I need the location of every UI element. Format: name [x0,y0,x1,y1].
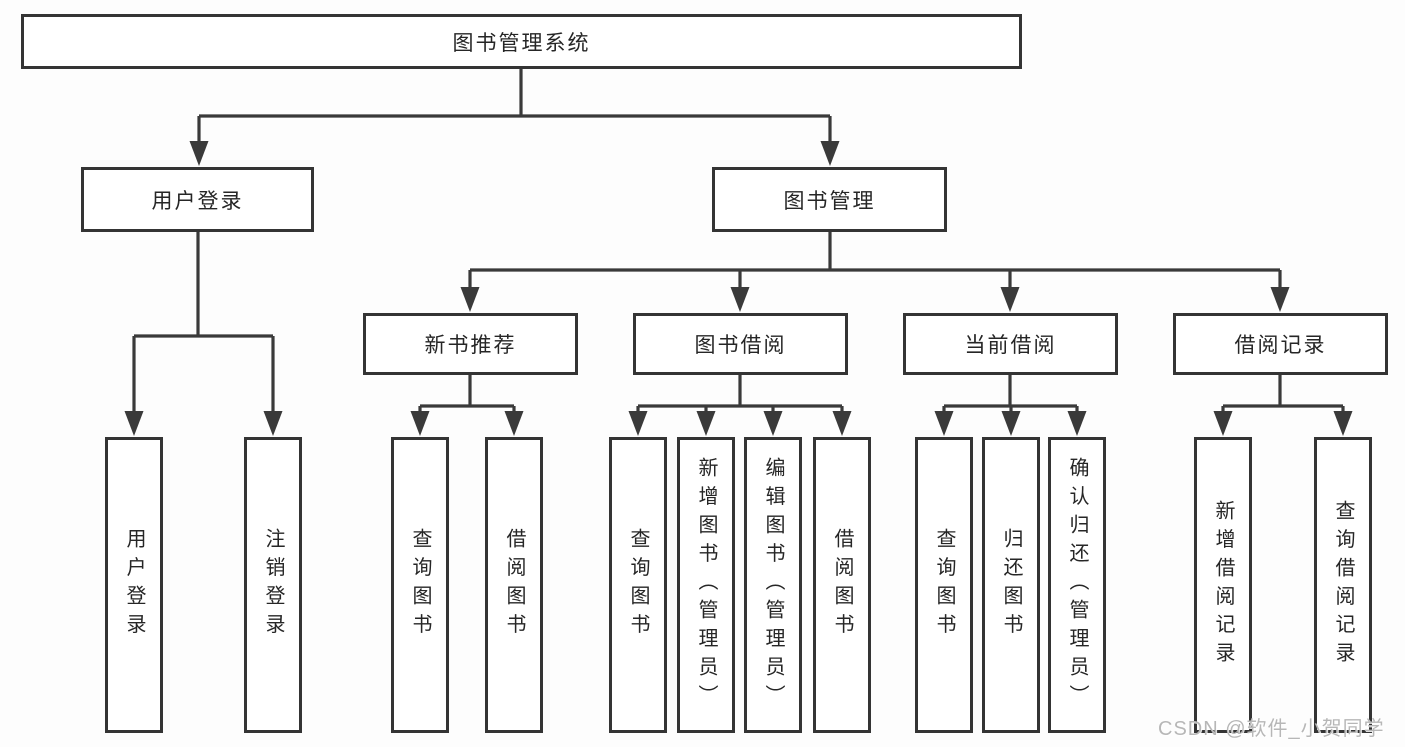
node-label: 新书推荐 [424,334,517,357]
leaf-return-books: 归还图书 [982,437,1040,733]
node-borrowing-records: 借阅记录 [1173,313,1388,375]
node-library-management-system: 图书管理系统 [21,14,1022,69]
leaf-label: 查询图书 [933,528,955,642]
node-user-login: 用户登录 [81,167,314,232]
leaf-borrow-books: 借阅图书 [813,437,871,733]
leaf-query-books-borrow: 查询图书 [609,437,667,733]
leaf-query-borrow-record: 查询借阅记录 [1314,437,1372,733]
leaf-borrow-books-recommend: 借阅图书 [485,437,543,733]
node-current-borrowing: 当前借阅 [903,313,1118,375]
leaf-label: 查询图书 [627,528,649,642]
leaf-add-books-admin: 新增图书（管理员） [677,437,735,733]
leaf-label: 查询借阅记录 [1332,499,1354,671]
leaf-query-books-recommend: 查询图书 [391,437,449,733]
leaf-edit-books-admin: 编辑图书（管理员） [744,437,802,733]
node-label: 图书管理系统 [452,31,591,55]
leaf-label: 查询图书 [409,528,431,642]
leaf-label: 确认归还（管理员） [1066,457,1088,713]
leaf-label: 编辑图书（管理员） [762,457,784,713]
node-label: 图书管理 [783,189,876,213]
leaf-logout: 注销登录 [244,437,302,733]
leaf-add-borrow-record: 新增借阅记录 [1194,437,1252,733]
node-label: 借阅记录 [1234,334,1327,357]
node-book-management: 图书管理 [712,167,947,232]
csdn-watermark: CSDN @软件_小贺同学 [1158,718,1385,740]
leaf-query-books-current: 查询图书 [915,437,973,733]
leaf-confirm-return-admin: 确认归还（管理员） [1048,437,1106,733]
leaf-label: 借阅图书 [503,528,525,642]
node-book-borrowing: 图书借阅 [633,313,848,375]
node-label: 用户登录 [151,189,244,213]
leaf-label: 借阅图书 [831,528,853,642]
node-new-book-recommendation: 新书推荐 [363,313,578,375]
leaf-label: 新增借阅记录 [1212,499,1234,671]
node-label: 当前借阅 [964,334,1057,357]
leaf-label: 归还图书 [1000,528,1022,642]
node-label: 图书借阅 [694,334,787,357]
leaf-label: 新增图书（管理员） [695,457,717,713]
leaf-user-login: 用户登录 [105,437,163,733]
leaf-label: 注销登录 [262,528,284,642]
leaf-label: 用户登录 [123,528,145,642]
